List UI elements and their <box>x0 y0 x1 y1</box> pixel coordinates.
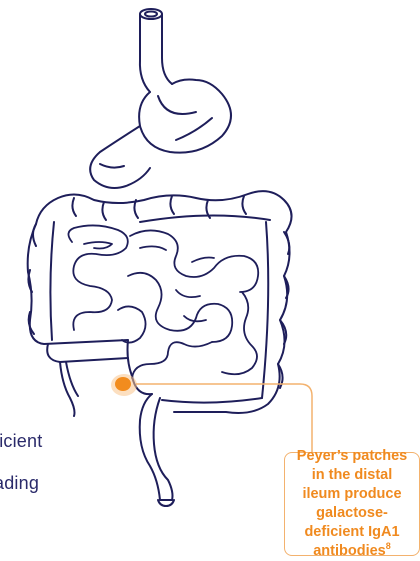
callout-box: Peyer’s patches in the distal ileum prod… <box>284 452 420 556</box>
small-intestine <box>68 225 258 378</box>
duodenum <box>90 126 150 188</box>
reference-superscript: 8 <box>386 541 391 551</box>
text-fragment-1: ficient <box>0 430 42 452</box>
stomach-fold <box>176 118 212 140</box>
text-fragment-2: ading <box>0 472 39 494</box>
callout-text: Peyer’s patches in the distal ileum prod… <box>285 447 419 561</box>
esophagus <box>140 9 172 92</box>
callout-leader-line <box>136 384 312 452</box>
stomach <box>139 80 231 153</box>
peyers-patches-highlight <box>111 374 137 396</box>
rectum <box>140 394 173 500</box>
stomach-inner-curve <box>158 96 196 114</box>
